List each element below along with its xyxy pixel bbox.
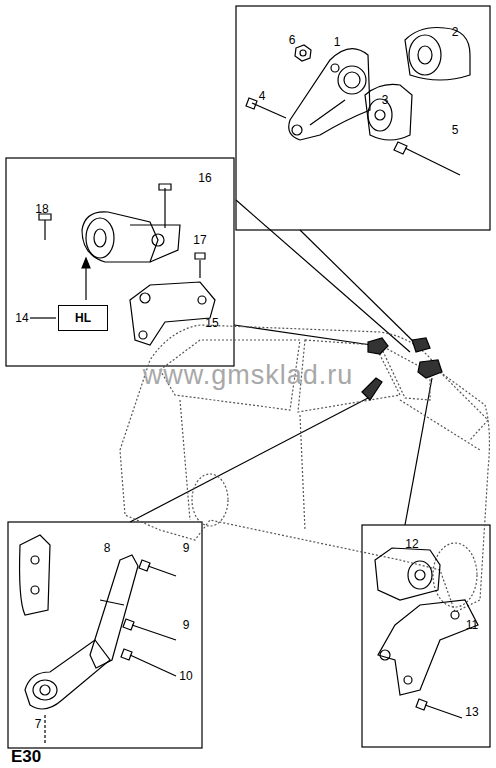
bushing-2 [405, 28, 470, 81]
panel-frame [236, 6, 490, 230]
figure-code: E30 [11, 748, 41, 765]
bolt-5 [394, 142, 460, 175]
code-text: HL [59, 311, 107, 325]
bolt-16 [159, 184, 171, 228]
bracket-11 [378, 600, 478, 695]
callout-number: 18 [35, 203, 48, 215]
nut-6 [295, 45, 311, 61]
callout-number: 13 [465, 706, 478, 718]
bracket-15 [130, 282, 215, 345]
callout-number: 11 [466, 619, 478, 631]
panel-frame [8, 522, 202, 748]
callout-number: 3 [382, 94, 389, 106]
torque-rod-7 [25, 640, 110, 745]
callout-number: 1 [334, 36, 341, 48]
callout-number: 9 [183, 619, 190, 631]
engine-mount-locations [362, 338, 442, 400]
bolt-9 [139, 560, 176, 576]
callout-number: 10 [179, 670, 192, 682]
mount-block [20, 535, 50, 615]
bushing-3 [365, 84, 412, 140]
bolt-17 [195, 253, 205, 278]
panel-frame [362, 525, 490, 747]
callout-number: 7 [35, 718, 42, 730]
mount-bracket-1 [289, 49, 370, 140]
callout-number: 17 [193, 234, 206, 246]
bolt-4 [246, 98, 286, 118]
torque-rod-8 [90, 555, 138, 668]
callout-number: 16 [198, 172, 211, 184]
callout-number: 14 [15, 312, 28, 324]
watermark: www.gmsklad.ru [143, 362, 354, 389]
bolt-10 [121, 649, 176, 676]
callout-number: 12 [405, 538, 418, 550]
callout-arrow [82, 258, 90, 268]
leader-line [30, 317, 56, 318]
panel-frame [6, 158, 234, 366]
callout-number: 8 [104, 542, 111, 554]
panel-leaders [130, 200, 432, 525]
callout-number: 2 [452, 26, 459, 38]
car-outline [120, 325, 489, 612]
callout-number: 6 [289, 34, 296, 46]
code-box: HL [58, 305, 108, 331]
callout-number: 4 [259, 90, 266, 102]
callout-number: 5 [452, 124, 459, 136]
bolt-18 [39, 214, 51, 240]
callout-number: 9 [183, 542, 190, 554]
bolt-13 [416, 699, 462, 718]
callout-number: 15 [205, 317, 218, 329]
mount-12 [375, 548, 440, 600]
bolt-9 [123, 619, 176, 640]
